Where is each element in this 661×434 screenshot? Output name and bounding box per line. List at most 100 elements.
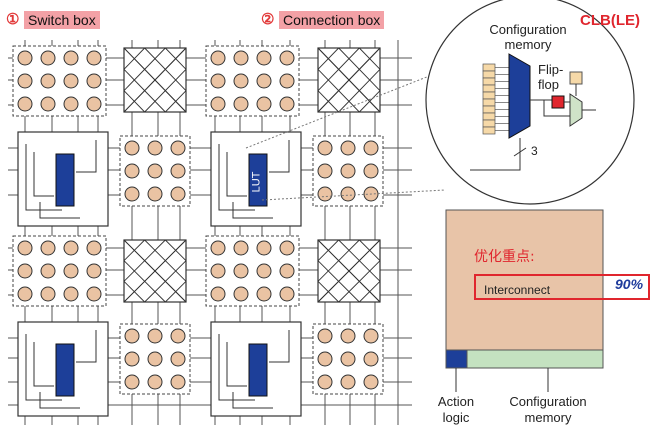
routing-node (340, 186, 356, 202)
switch-line (317, 239, 339, 261)
routing-node (363, 140, 379, 156)
switch-matrix (123, 47, 187, 113)
routing-node (210, 286, 226, 302)
routing-node (233, 73, 249, 89)
logic-wire (232, 202, 273, 219)
connection-box-number: ② (261, 11, 275, 28)
routing-node (256, 50, 272, 66)
logic-block (17, 321, 109, 417)
routing-node (279, 50, 295, 66)
logic-wire (25, 144, 62, 211)
routing-node (170, 328, 186, 344)
switch-line (165, 281, 187, 303)
routing-node (124, 374, 140, 390)
routing-node (233, 263, 249, 279)
routing-node (363, 328, 379, 344)
logic-wire (218, 334, 255, 401)
routing-node (317, 351, 333, 367)
routing-node (317, 374, 333, 390)
bypass-wire (543, 100, 570, 117)
connection-box (119, 323, 191, 395)
routing-node (17, 263, 33, 279)
routing-node (210, 96, 226, 112)
lut-block (55, 343, 75, 397)
bus-slash (513, 147, 527, 157)
logic-block (210, 131, 302, 227)
switch-matrix (317, 239, 381, 303)
routing-node (363, 163, 379, 179)
logic-wire (218, 144, 255, 211)
routing-node (233, 286, 249, 302)
switch-box (12, 235, 107, 307)
routing-node (147, 163, 163, 179)
routing-node (63, 263, 79, 279)
routing-node (210, 240, 226, 256)
interconnect-area (445, 209, 604, 351)
config-memory-area (466, 349, 604, 369)
routing-node (256, 96, 272, 112)
flip-flop-label: Flip-flop (538, 62, 564, 92)
routing-node (40, 286, 56, 302)
switch-box (205, 235, 300, 307)
switch-line (338, 260, 381, 303)
routing-node (317, 328, 333, 344)
routing-node (363, 351, 379, 367)
routing-node (17, 50, 33, 66)
output-mux (569, 93, 583, 127)
config-memory-cell (482, 84, 496, 93)
routing-node (279, 73, 295, 89)
routing-node (124, 328, 140, 344)
switch-matrix (123, 239, 187, 303)
connection-box-label: Connection box (279, 11, 385, 29)
logic-wire (226, 152, 247, 197)
action-logic-label: Action logic (437, 394, 475, 425)
routing-node (256, 240, 272, 256)
routing-node (147, 140, 163, 156)
switch-line (123, 239, 166, 282)
routing-node (170, 374, 186, 390)
switch-line (317, 47, 381, 113)
routing-node (86, 286, 102, 302)
routing-node (124, 140, 140, 156)
fpga-fabric (8, 40, 412, 425)
routing-node (170, 186, 186, 202)
lut-block (248, 153, 268, 207)
routing-node (86, 73, 102, 89)
switch-box (205, 45, 300, 117)
config-memory-cell (482, 70, 496, 79)
routing-node (233, 240, 249, 256)
switch-box-label: Switch box (24, 11, 100, 29)
switch-line (317, 47, 339, 70)
routing-node (340, 140, 356, 156)
routing-node (170, 351, 186, 367)
config-memory-cell (482, 63, 496, 72)
switch-line (317, 47, 360, 91)
routing-node (17, 240, 33, 256)
connection-box (312, 135, 384, 207)
switch-line (317, 239, 360, 282)
routing-node (256, 73, 272, 89)
switch-line (317, 239, 381, 303)
routing-node (210, 263, 226, 279)
zoom-line (261, 189, 446, 201)
routing-node (340, 328, 356, 344)
routing-node (86, 96, 102, 112)
routing-node (86, 240, 102, 256)
routing-node (63, 96, 79, 112)
routing-node (340, 351, 356, 367)
switch-line (123, 239, 145, 261)
switch-line (338, 69, 381, 113)
routing-node (63, 240, 79, 256)
routing-node (124, 351, 140, 367)
config-memory-bar-label: Configuration memory (509, 394, 587, 425)
logic-wire (226, 342, 247, 387)
routing-node (124, 186, 140, 202)
routing-node (279, 240, 295, 256)
switch-box-number: ① (6, 11, 20, 28)
action-logic-area (445, 349, 468, 369)
routing-node (279, 263, 295, 279)
routing-node (17, 286, 33, 302)
interconnect-highlight (474, 274, 650, 300)
logic-wire (33, 342, 54, 387)
